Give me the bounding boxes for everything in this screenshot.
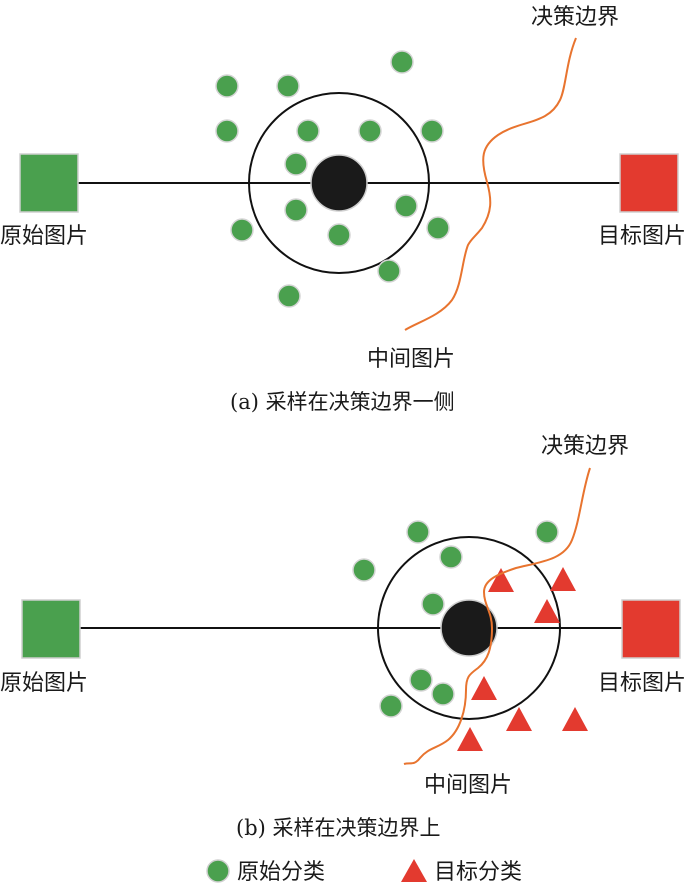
target-class-sample [506, 707, 532, 731]
legend-original-class-label: 原始分类 [237, 860, 325, 885]
original-class-sample [431, 682, 455, 706]
target-image-square-b [621, 599, 681, 659]
legend: 原始分类 目标分类 [206, 859, 522, 885]
caption-a: (a) 采样在决策边界一侧 [230, 390, 455, 414]
original-class-sample [215, 119, 239, 143]
original-class-sample [394, 194, 418, 218]
original-class-sample [230, 218, 254, 242]
caption-b: (b) 采样在决策边界上 [236, 816, 441, 840]
legend-target-class-label: 目标分类 [434, 860, 522, 885]
boundary-label-a: 决策边界 [531, 5, 619, 30]
middle-image-label-a: 中间图片 [367, 347, 455, 372]
original-class-sample [284, 198, 308, 222]
target-class-sample [534, 599, 560, 623]
decision-boundary-b [403, 467, 591, 765]
original-class-sample [352, 558, 376, 582]
decision-boundary-a [404, 37, 577, 331]
source-image-square-b [21, 599, 81, 659]
original-class-sample [426, 216, 450, 240]
original-class-sample [358, 119, 382, 143]
original-class-sample [535, 520, 559, 544]
sampling-radius-circle-b [377, 536, 561, 720]
target-class-sample [457, 727, 483, 751]
target-image-square-a [619, 153, 679, 213]
original-class-sample [296, 119, 320, 143]
original-class-sample [215, 74, 239, 98]
target-class-sample [471, 676, 497, 700]
sampling-radius-circle-a [248, 92, 430, 274]
target-class-sample [488, 568, 514, 592]
original-class-sample [420, 119, 444, 143]
source-image-label-b: 原始图片 [0, 671, 88, 696]
original-class-sample [284, 152, 308, 176]
target-class-sample [562, 707, 588, 731]
boundary-label-b: 决策边界 [541, 434, 629, 459]
legend-target-class-icon [401, 859, 427, 882]
original-class-sample [327, 223, 351, 247]
source-image-label-a: 原始图片 [0, 224, 88, 249]
original-class-sample [439, 545, 463, 569]
original-class-sample [379, 694, 403, 718]
original-class-sample [421, 592, 445, 616]
original-class-sample [409, 668, 433, 692]
original-class-sample [276, 74, 300, 98]
original-class-sample [377, 259, 401, 283]
original-class-sample [277, 284, 301, 308]
panel-b: 原始图片 目标图片 决策边界 中间图片 (b) 采样在决策边界上 [0, 434, 686, 840]
middle-image-point-b [440, 599, 498, 657]
original-class-sample [406, 520, 430, 544]
source-image-square-a [19, 153, 79, 213]
middle-image-point-a [310, 154, 368, 212]
target-image-label-a: 目标图片 [598, 224, 686, 249]
panel-a: 原始图片 目标图片 决策边界 中间图片 (a) 采样在决策边界一侧 [0, 5, 686, 414]
middle-image-label-b: 中间图片 [424, 773, 512, 798]
original-class-sample [390, 50, 414, 74]
target-class-sample [550, 567, 576, 591]
legend-original-class-icon [206, 859, 230, 883]
target-image-label-b: 目标图片 [598, 671, 686, 696]
